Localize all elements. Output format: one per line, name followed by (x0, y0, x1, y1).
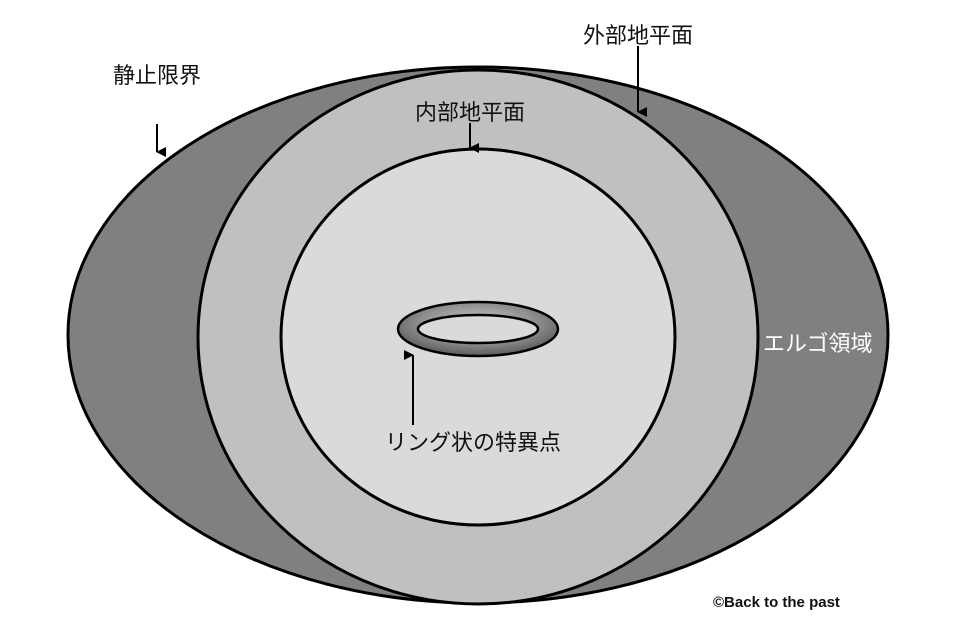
ergo-region-label: エルゴ領域 (763, 332, 873, 357)
credit-text: ©Back to the past (713, 594, 840, 611)
static-limit-label: 静止限界 (113, 64, 202, 89)
outer-horizon-label: 外部地平面 (583, 24, 694, 49)
inner-horizon-label: 内部地平面 (415, 101, 526, 126)
ring-singularity-label: リング状の特異点 (385, 431, 562, 456)
ring-singularity-icon (396, 300, 560, 358)
